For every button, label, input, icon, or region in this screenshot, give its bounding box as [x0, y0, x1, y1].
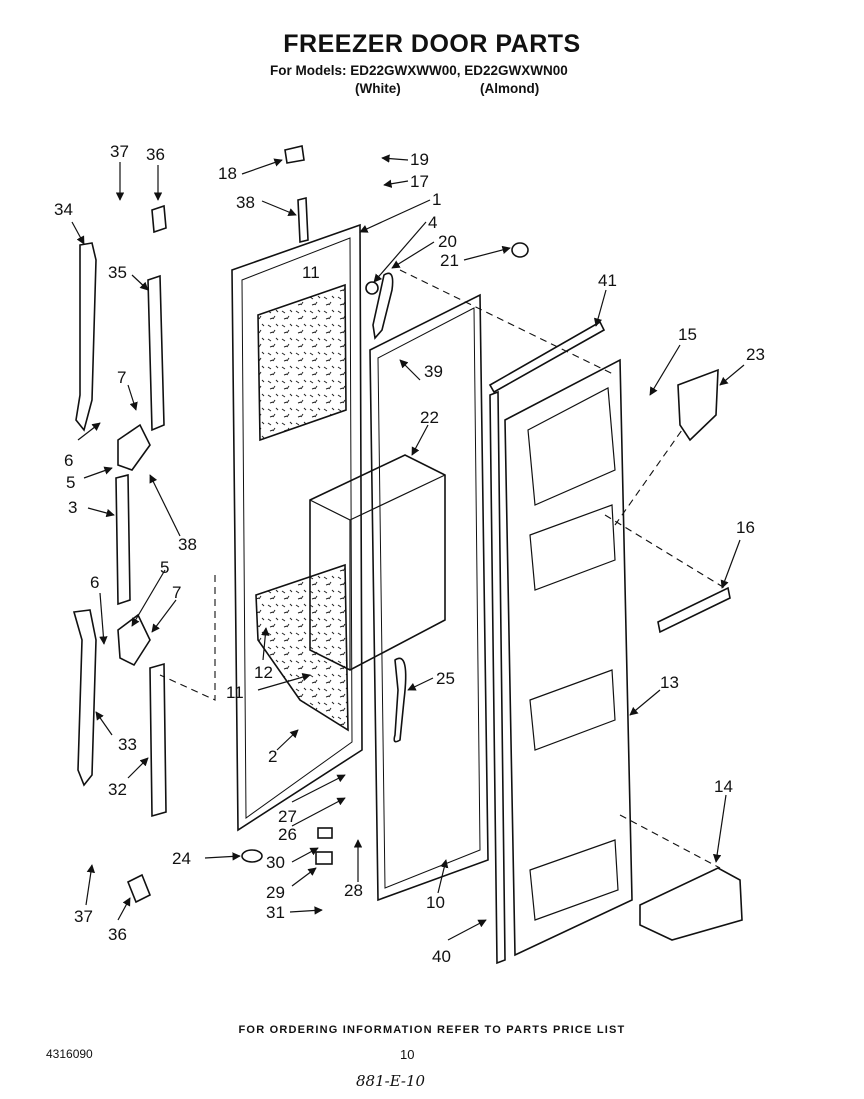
insulation-lower [255, 563, 349, 732]
callout-1: 1 [432, 190, 441, 209]
callout-14: 14 [714, 777, 733, 796]
part-33-trim [72, 609, 97, 787]
color-white-label: (White) [355, 81, 401, 96]
callout-40: 40 [432, 947, 451, 966]
part-36-bracket-bottom [126, 873, 152, 904]
callout-3: 3 [68, 498, 77, 517]
callout-38-left: 38 [178, 535, 197, 554]
model-list: For Models: ED22GWXWW00, ED22GWXWN00 [270, 63, 568, 78]
part-5-hinge-upper [117, 423, 151, 471]
callout-16: 16 [736, 518, 755, 537]
part-29-plate [315, 851, 333, 865]
callout-2: 2 [268, 747, 277, 766]
part-35-channel [147, 274, 165, 432]
part-32-channel [149, 662, 167, 818]
callout-13: 13 [660, 673, 679, 692]
callout-7-upper: 7 [117, 368, 126, 387]
callout-25: 25 [436, 669, 455, 688]
part-30-plate [317, 827, 333, 839]
part-4-grommet [365, 281, 379, 295]
callout-19: 19 [410, 150, 429, 169]
part-36-bracket-top [151, 204, 167, 234]
insulation-upper [257, 283, 347, 442]
callout-11-lower: 11 [226, 683, 244, 702]
part-21-cap [511, 242, 529, 258]
ordering-note: FOR ORDERING INFORMATION REFER TO PARTS … [238, 1024, 626, 1036]
part-41-strip [488, 320, 606, 394]
callout-32: 32 [108, 780, 127, 799]
callout-34: 34 [54, 200, 73, 219]
document-number: 4316090 [46, 1047, 93, 1061]
callout-37-bottom: 37 [74, 907, 93, 926]
callout-26: 26 [278, 825, 297, 844]
part-18-clip [284, 145, 305, 164]
callout-28: 28 [344, 881, 363, 900]
part-22-housing [309, 454, 446, 671]
part-14-bin [639, 867, 743, 941]
callout-5-lower: 5 [160, 558, 169, 577]
handwritten-note: 881-E-10 [356, 1072, 426, 1090]
part-3-channel [115, 473, 131, 606]
part-16-strip [657, 586, 731, 634]
callout-37-top: 37 [110, 142, 129, 161]
callout-36-top: 36 [146, 145, 165, 164]
part-34-trim [75, 242, 97, 432]
part-24-foot [241, 849, 263, 863]
callout-18: 18 [218, 164, 237, 183]
callout-29: 29 [266, 883, 285, 902]
callout-33: 33 [118, 735, 137, 754]
callout-30: 30 [266, 853, 285, 872]
page-number: 10 [400, 1047, 415, 1062]
callout-41: 41 [598, 271, 617, 290]
part-25-handle [393, 657, 407, 743]
part-10-gasket [369, 293, 489, 902]
callout-17: 17 [410, 172, 429, 191]
callout-5-upper: 5 [66, 473, 75, 492]
callout-24: 24 [172, 849, 191, 868]
callout-22: 22 [420, 408, 439, 427]
part-23-chute [677, 368, 719, 442]
callout-4: 4 [428, 213, 437, 232]
callout-11-upper: 11 [302, 263, 320, 282]
part-40-strip [489, 390, 506, 965]
callout-36-bottom: 36 [108, 925, 127, 944]
callout-12: 12 [254, 663, 273, 682]
callout-6-upper: 6 [64, 451, 73, 470]
callout-38-top: 38 [236, 193, 255, 212]
callout-23: 23 [746, 345, 765, 364]
callout-20: 20 [438, 232, 457, 251]
exploded-parts-diagram: 37 36 34 35 7 6 5 3 38 6 5 7 33 32 37 36… [54, 142, 765, 966]
callout-39: 39 [424, 362, 443, 381]
part-20-tube [372, 272, 394, 340]
callout-6-lower: 6 [90, 573, 99, 592]
callout-7-lower: 7 [172, 583, 181, 602]
color-almond-label: (Almond) [480, 81, 540, 96]
callout-10: 10 [426, 893, 445, 912]
part-1-outer-door [231, 223, 363, 832]
part-38-rod [297, 196, 309, 244]
page-title: FREEZER DOOR PARTS [283, 30, 581, 58]
callout-31: 31 [266, 903, 285, 922]
callout-27: 27 [278, 807, 297, 826]
part-13-inner-liner [504, 358, 633, 957]
callout-35: 35 [108, 263, 127, 282]
callout-21: 21 [440, 251, 459, 270]
callout-15: 15 [678, 325, 697, 344]
